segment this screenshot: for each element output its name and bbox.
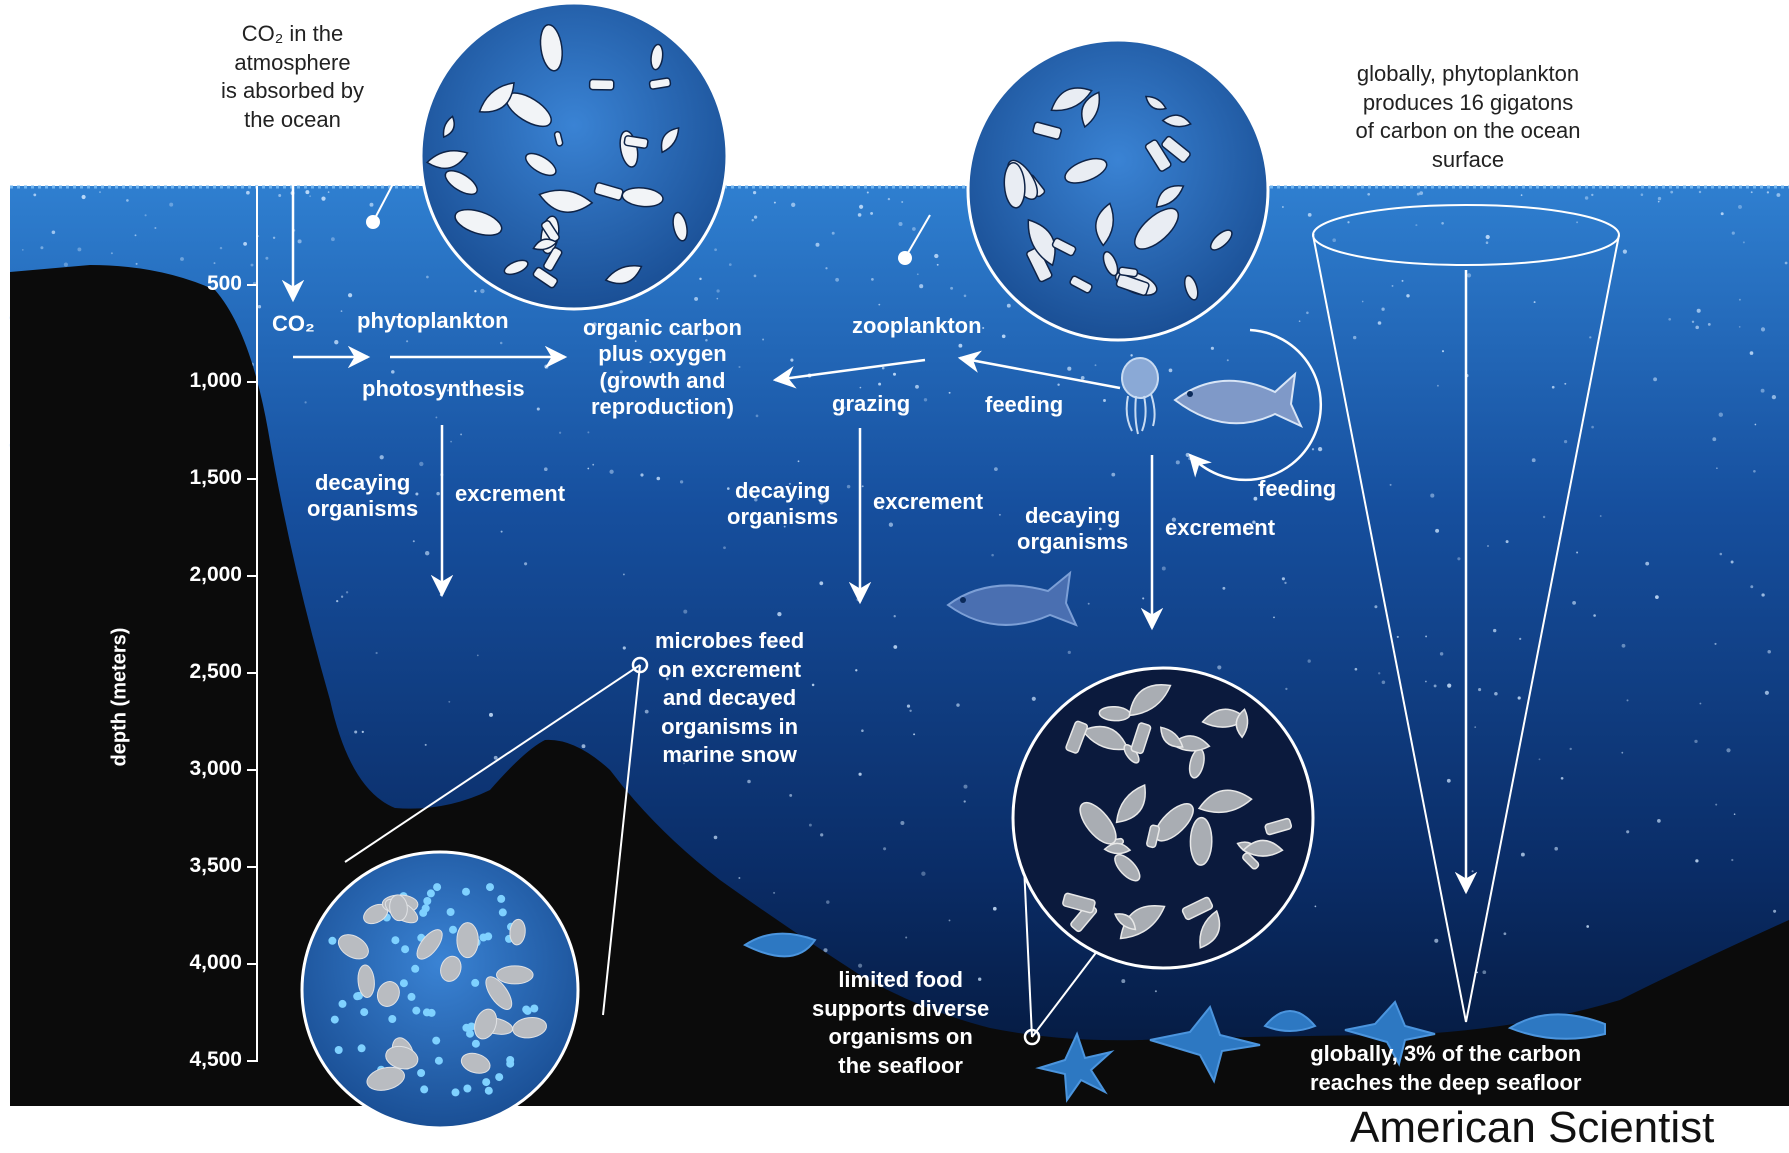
marine-snow-dot — [432, 1037, 440, 1045]
phytoplankton-label: phytoplankton — [357, 308, 509, 334]
organism-shape — [1119, 267, 1138, 277]
marine-snow-dot — [472, 1040, 480, 1048]
marine-snow-dot — [522, 1006, 530, 1014]
seafloor-fraction-label: globally, 3% of the carbon reaches the d… — [1310, 1040, 1581, 1097]
feeding-label: feeding — [985, 392, 1063, 418]
marine-snow-dot — [388, 1015, 396, 1023]
marine-snow-clump — [497, 966, 534, 984]
marine-snow-dot — [471, 979, 479, 987]
marine-snow-dot — [417, 1069, 425, 1077]
marine-snow-dot — [420, 1085, 428, 1093]
microbes-label: microbes feed on excrement and decayed o… — [655, 627, 804, 770]
marine-snow-dot — [482, 1078, 490, 1086]
marine-snow-dot — [339, 1000, 347, 1008]
feeding-loop-label: feeding — [1258, 476, 1336, 502]
decaying-organisms-label-3: decaying organisms — [1017, 503, 1128, 556]
grazing-label: grazing — [832, 391, 910, 417]
depth-tick-label: 500 — [162, 272, 242, 296]
marine-snow-dot — [358, 1044, 366, 1052]
depth-tick-label: 1,000 — [162, 369, 242, 393]
marine-snow-dot — [435, 1057, 443, 1065]
marine-snow-dot — [423, 897, 431, 905]
depth-tick-label: 3,500 — [162, 854, 242, 878]
marine-snow-dot — [331, 1016, 339, 1024]
marine-snow-dot — [462, 888, 470, 896]
organism-shape — [590, 79, 614, 89]
depth-tick-label: 4,500 — [162, 1048, 242, 1072]
marine-snow-dot — [466, 1030, 474, 1038]
phytoplankton-bubble — [421, 3, 727, 309]
zooplankton-label: zooplankton — [852, 313, 982, 339]
marine-snow-dot — [486, 883, 494, 891]
global-production-label: globally, phytoplankton produces 16 giga… — [1318, 60, 1618, 174]
marine-snow-dot — [463, 1085, 471, 1093]
marine-snow-dot — [360, 1008, 368, 1016]
marine-snow-dot — [401, 945, 409, 953]
co2-label: CO₂ — [272, 311, 315, 337]
excrement-label-3: excrement — [1165, 515, 1275, 541]
marine-snow-dot — [506, 1056, 514, 1064]
marine-snow-clump — [457, 923, 478, 958]
co2-atmosphere-label: CO₂ in the atmosphere is absorbed by the… — [200, 20, 385, 134]
excrement-label-1: excrement — [455, 481, 565, 507]
marine-snow-dot — [419, 909, 427, 917]
carbon-cycle-diagram: CO₂ in the atmosphere is absorbed by the… — [0, 0, 1789, 1127]
marine-snow-dot — [485, 1087, 493, 1095]
marine-snow-dot — [353, 992, 361, 1000]
marine-snow-dot — [428, 1009, 436, 1017]
marine-snow-dot — [447, 908, 455, 916]
marine-snow-dot — [530, 1005, 538, 1013]
marine-snow-dot — [427, 889, 435, 897]
decaying-organisms-label-1: decaying organisms — [307, 470, 418, 523]
depth-tick-label: 1,500 — [162, 466, 242, 490]
organic-carbon-label: organic carbon plus oxygen (growth and r… — [583, 315, 742, 421]
photosynthesis-label: photosynthesis — [362, 376, 525, 402]
marine-snow-dot — [479, 934, 487, 942]
marine-snow-dot — [408, 993, 416, 1001]
marine-snow-dot — [400, 979, 408, 987]
credit-label: American Scientist — [1350, 1103, 1714, 1153]
marine-snow-dot — [452, 1088, 460, 1096]
marine-snow-dot — [495, 1073, 503, 1081]
decaying-organisms-label-2: decaying organisms — [727, 478, 838, 531]
depth-tick-label: 2,000 — [162, 563, 242, 587]
depth-axis-title: depth (meters) — [107, 628, 131, 767]
marine-snow-bubble — [302, 852, 578, 1127]
excrement-label-2: excrement — [873, 489, 983, 515]
marine-snow-dot — [328, 937, 336, 945]
marine-snow-dot — [449, 926, 457, 934]
marine-snow-dot — [497, 895, 505, 903]
marine-snow-dot — [411, 965, 419, 973]
marine-snow-dot — [412, 1007, 420, 1015]
depth-tick-label: 3,000 — [162, 757, 242, 781]
depth-tick-label: 4,000 — [162, 951, 242, 975]
marine-snow-dot — [335, 1046, 343, 1054]
limited-food-label: limited food supports diverse organisms … — [812, 966, 989, 1080]
marine-snow-dot — [433, 883, 441, 891]
marine-snow-dot — [499, 908, 507, 916]
depth-tick-label: 2,500 — [162, 660, 242, 684]
organism-shape — [1190, 817, 1212, 865]
marine-snow-dot — [391, 936, 399, 944]
